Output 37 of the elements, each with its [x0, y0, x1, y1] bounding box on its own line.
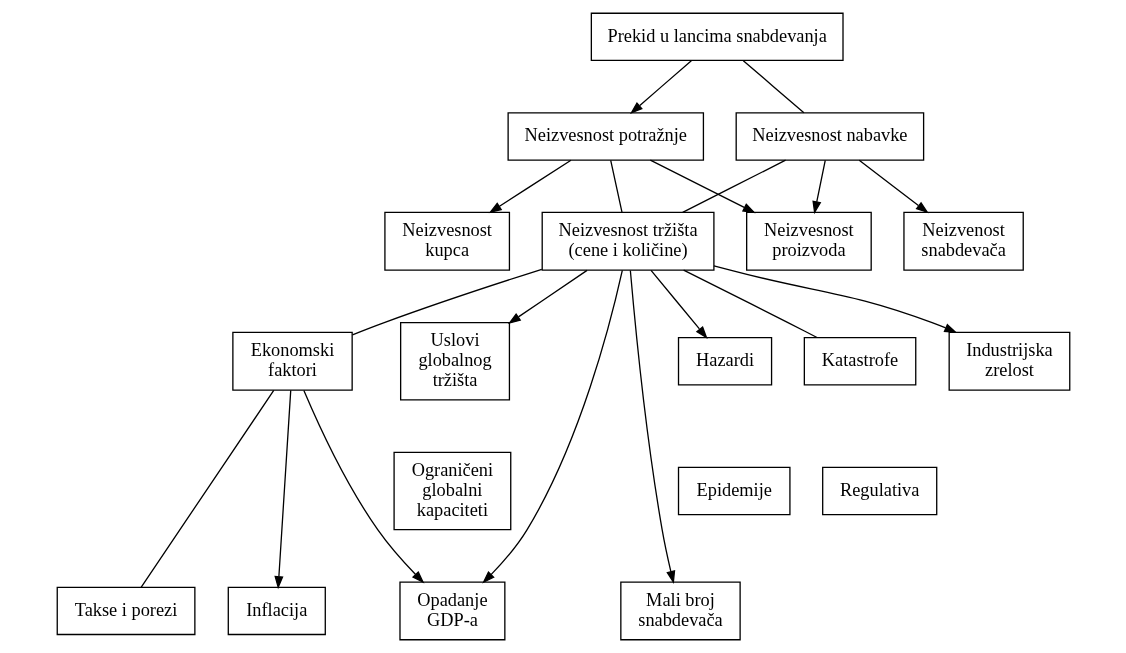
node-box: Neizvesnost tržišta (cene i količine) [541, 211, 715, 271]
node-box: Katastrofe [803, 337, 916, 386]
arrow [649, 269, 708, 339]
arrow [488, 159, 572, 214]
arrow [273, 389, 291, 590]
node-box: Neizvenost snabdevača [902, 211, 1024, 271]
node-box: Neizvesnost potražnje [506, 112, 704, 161]
connector [609, 159, 623, 213]
arrow [302, 389, 424, 584]
node-box: Opadanje GDP-a [398, 581, 505, 641]
node-box: Hazardi [677, 337, 772, 386]
node-box: Epidemije [677, 466, 791, 516]
arrow [629, 269, 675, 584]
connector [682, 269, 818, 339]
arrow [712, 265, 957, 334]
arrow [649, 159, 756, 214]
node-box: Industrijska zrelost [948, 331, 1070, 391]
arrow [811, 159, 826, 215]
node-box: Ekonomski faktori [231, 331, 353, 391]
arrow [481, 269, 623, 584]
connector [742, 60, 805, 114]
node-box: Takse i porezi [56, 586, 196, 636]
node-box: Inflacija [227, 586, 326, 636]
node-box: Prekid u lancima snabdevanja [590, 12, 844, 62]
arrow [629, 60, 692, 115]
node-box: Neizvesnost nabavke [735, 112, 924, 161]
arrow [507, 269, 588, 325]
node-box: Uslovi globalnog tržišta [399, 321, 510, 401]
arrow [858, 159, 929, 214]
connector [139, 389, 274, 588]
node-box: Neizvesnost kupca [383, 211, 510, 271]
node-box: Mali broj snabdevača [619, 581, 741, 641]
connector [681, 159, 786, 213]
connector [351, 268, 542, 336]
node-box: Regulativa [821, 466, 937, 516]
node-box: Ograničeni globalni kapaciteti [392, 451, 511, 531]
node-box: Neizvesnost proizvoda [745, 211, 872, 271]
